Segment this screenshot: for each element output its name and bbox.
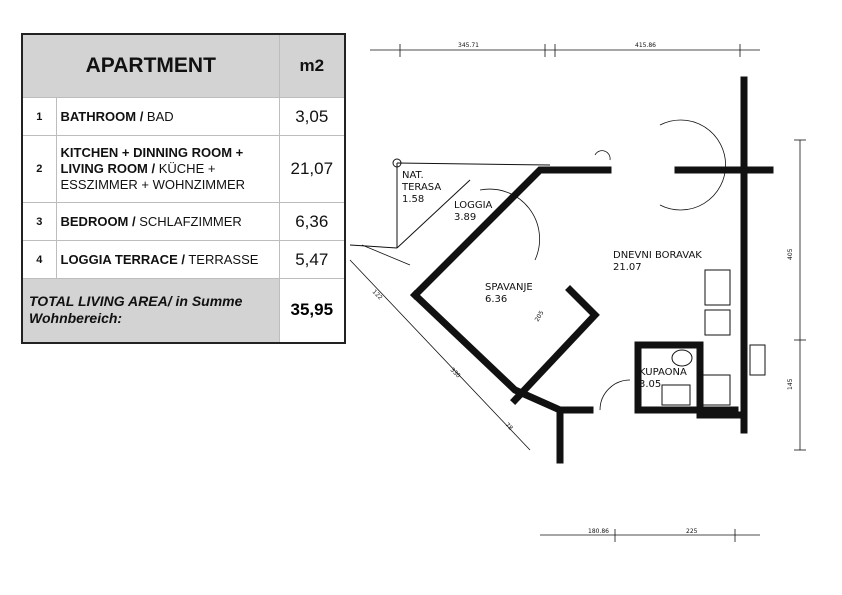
room-name: KITCHEN + DINNING ROOM + LIVING ROOM / K… bbox=[55, 135, 280, 203]
table-row: 1 BATHROOM / BAD 3,05 bbox=[21, 97, 346, 136]
table-title: APARTMENT bbox=[21, 33, 280, 98]
room-label-terrace: NAT. bbox=[402, 170, 424, 181]
room-name: LOGGIA TERRACE / TERRASSE bbox=[55, 240, 280, 279]
total-row: TOTAL LIVING AREA/ in Summe Wohnbereich:… bbox=[21, 278, 346, 343]
total-label: TOTAL LIVING AREA/ in Summe Wohnbereich: bbox=[21, 278, 280, 343]
room-label-bathroom: KUPAONA bbox=[639, 367, 687, 378]
room-label-loggia: LOGGIA bbox=[454, 200, 493, 211]
dim-bottom-right: 225 bbox=[686, 528, 698, 535]
room-area-bathroom: 3.05 bbox=[639, 379, 661, 390]
room-area: 3,05 bbox=[278, 97, 346, 136]
dim-right-upper: 405 bbox=[787, 248, 794, 260]
room-label-bedroom: SPAVANJE bbox=[485, 282, 533, 293]
room-area: 6,36 bbox=[278, 202, 346, 241]
table-row: 3 BEDROOM / SCHLAFZIMMER 6,36 bbox=[21, 202, 346, 241]
room-area-living: 21.07 bbox=[613, 262, 642, 273]
row-number: 4 bbox=[21, 240, 57, 279]
dim-bottom-left: 180.86 bbox=[588, 528, 609, 535]
dim-top-right: 415.86 bbox=[635, 42, 656, 49]
room-label-living: DNEVNI BORAVAK bbox=[613, 250, 702, 261]
bathroom-fixtures bbox=[661, 269, 766, 406]
row-number: 3 bbox=[21, 202, 57, 241]
dimension-lines bbox=[349, 44, 806, 542]
table-row: 4 LOGGIA TERRACE / TERRASSE 5,47 bbox=[21, 240, 346, 279]
table-row: 2 KITCHEN + DINNING ROOM + LIVING ROOM /… bbox=[21, 135, 346, 203]
dim-diag-3: 78 bbox=[504, 421, 514, 431]
floor-plan: 345.71 415.86 405 145 180.86 225 122 330… bbox=[349, 42, 806, 542]
room-name: BEDROOM / SCHLAFZIMMER bbox=[55, 202, 280, 241]
room-area-bedroom: 6.36 bbox=[485, 294, 507, 305]
room-area-loggia: 3.89 bbox=[454, 212, 476, 223]
room-area-terrace: 1.58 bbox=[402, 194, 424, 205]
table-header-row: APARTMENT m2 bbox=[21, 33, 346, 98]
room-label-terrace-2: TERASA bbox=[401, 182, 441, 193]
terrace-outline bbox=[349, 158, 551, 249]
room-area: 5,47 bbox=[278, 240, 346, 279]
row-number: 1 bbox=[21, 97, 57, 136]
dim-diag-1: 122 bbox=[371, 288, 384, 301]
room-name: BATHROOM / BAD bbox=[55, 97, 280, 136]
row-number: 2 bbox=[21, 135, 57, 203]
dim-bedroom: 205 bbox=[534, 309, 546, 323]
table-unit-header: m2 bbox=[278, 33, 346, 98]
door-swings bbox=[479, 119, 726, 411]
total-area: 35,95 bbox=[278, 278, 346, 343]
room-area: 21,07 bbox=[278, 135, 346, 203]
area-table: APARTMENT m2 1 BATHROOM / BAD 3,05 2 KIT… bbox=[21, 33, 347, 344]
dim-diag-2: 330 bbox=[449, 366, 462, 379]
dim-right-lower: 145 bbox=[787, 378, 794, 390]
dim-top-left: 345.71 bbox=[458, 42, 479, 49]
